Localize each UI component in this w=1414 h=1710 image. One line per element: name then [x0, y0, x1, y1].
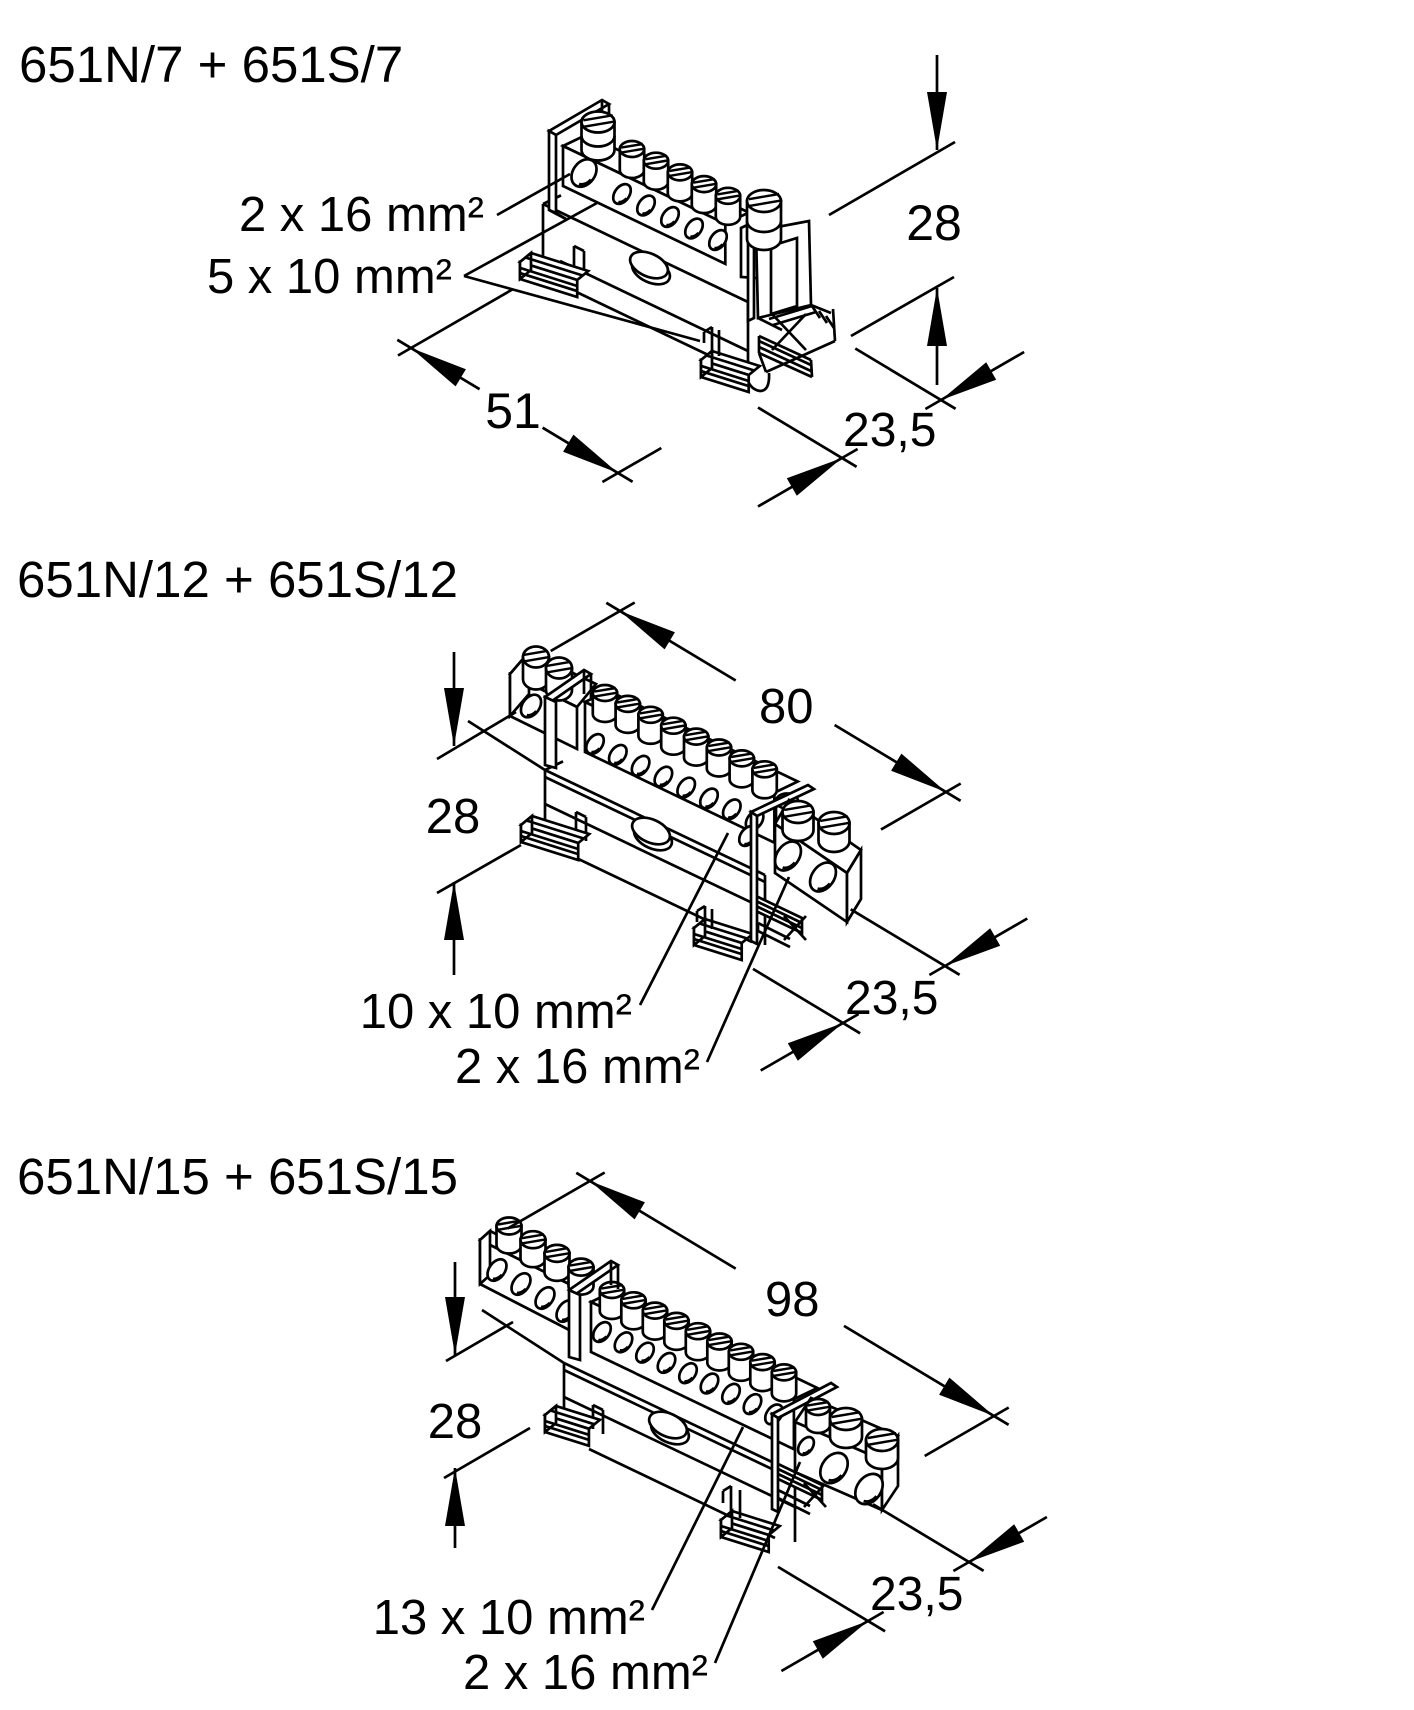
- svg-text:28: 28: [426, 790, 481, 844]
- svg-text:651N/15 + 651S/15: 651N/15 + 651S/15: [17, 1148, 458, 1205]
- svg-text:28: 28: [428, 1395, 483, 1449]
- svg-text:13 x 10 mm²: 13 x 10 mm²: [373, 1591, 645, 1645]
- svg-text:51: 51: [485, 383, 541, 439]
- svg-text:28: 28: [906, 195, 962, 251]
- svg-text:2 x 16 mm²: 2 x 16 mm²: [455, 1040, 700, 1094]
- svg-text:2 x 16 mm²: 2 x 16 mm²: [239, 188, 484, 242]
- svg-text:651N/12 + 651S/12: 651N/12 + 651S/12: [17, 551, 458, 608]
- svg-text:80: 80: [759, 680, 814, 734]
- svg-text:2 x 16 mm²: 2 x 16 mm²: [463, 1646, 708, 1700]
- svg-text:651N/7 + 651S/7: 651N/7 + 651S/7: [19, 36, 403, 93]
- svg-text:23,5: 23,5: [843, 404, 936, 457]
- svg-text:23,5: 23,5: [845, 972, 938, 1025]
- svg-text:5 x 10 mm²: 5 x 10 mm²: [207, 250, 452, 304]
- svg-text:23,5: 23,5: [870, 1568, 963, 1621]
- svg-text:98: 98: [765, 1273, 820, 1327]
- svg-text:10 x 10 mm²: 10 x 10 mm²: [360, 985, 632, 1039]
